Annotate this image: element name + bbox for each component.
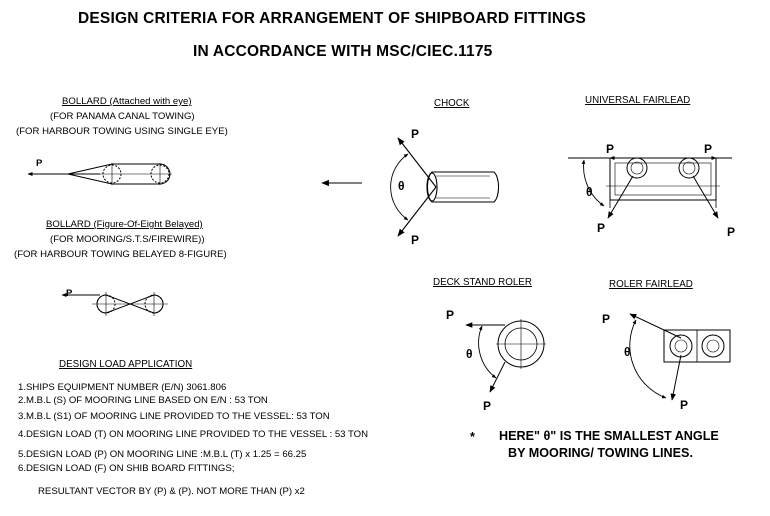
note-line-1: HERE" θ" IS THE SMALLEST ANGLE (499, 429, 719, 443)
p-label-deck-stand-bottom: P (483, 399, 491, 413)
bollard-fig8-figure (61, 292, 168, 316)
design-load-item-4: 4.DESIGN LOAD (T) ON MOORING LINE PROVID… (18, 429, 369, 440)
p-label-roller-fairlead-bottom: P (680, 398, 688, 412)
roller-fairlead-angle-arc (629, 319, 667, 399)
bollard-eye-sub1: (FOR PANAMA CANAL TOWING) (50, 111, 195, 122)
note-star: * (470, 430, 475, 444)
p-label-universal-bottom-right: P (727, 225, 735, 239)
chock-heading: CHOCK (434, 98, 470, 109)
p-label-universal-bottom-left: P (597, 221, 605, 235)
roller-fairlead-line-bottom (670, 354, 682, 401)
roller-fairlead-roller-1 (669, 334, 693, 358)
design-load-item-1: 1.SHIPS EQUIPMENT NUMBER (E/N) 3061.806 (18, 382, 227, 393)
universal-fairlead-figure (568, 156, 732, 219)
design-load-heading: DESIGN LOAD APPLICATION (59, 359, 193, 370)
roller-fairlead-roller-2 (701, 334, 725, 358)
deck-stand-roller-figure (465, 319, 546, 393)
universal-fairlead-roller-2 (678, 157, 700, 179)
deck-stand-roller-angle-arc (478, 325, 497, 379)
p-label-bollard-fig8: P (66, 288, 73, 299)
theta-label-roller-fairlead: θ (624, 345, 631, 359)
design-load-item-6: 6.DESIGN LOAD (F) ON SHIB BOARD FITTINGS… (18, 463, 235, 474)
bollard-fig8-sub1: (FOR MOORING/S.T.S/FIREWIRE)) (50, 234, 205, 245)
universal-fairlead-roller-1 (626, 157, 648, 179)
chock-body (426, 171, 500, 203)
universal-fairlead-base (609, 157, 717, 201)
p-label-chock-upper: P (411, 127, 419, 141)
universal-fairlead-line-left (607, 175, 634, 219)
title-line-2: IN ACCORDANCE WITH MSC/CIEC.1175 (193, 43, 493, 60)
roller-fairlead-line-top (629, 313, 682, 339)
note-line-2: BY MOORING/ TOWING LINES. (508, 446, 693, 460)
p-label-bollard-eye: P (36, 158, 43, 169)
p-label-universal-top-right: P (704, 142, 712, 156)
p-label-roller-fairlead-top: P (602, 312, 610, 326)
chock-line-lower (397, 186, 437, 237)
chock-line-upper (397, 137, 437, 188)
bollard-eye-figure (27, 163, 172, 185)
chock-figure (321, 137, 500, 237)
universal-fairlead-angle-arc (581, 159, 605, 207)
universal-fairlead-line-right (692, 175, 719, 219)
title-line-1: DESIGN CRITERIA FOR ARRANGEMENT OF SHIPB… (78, 10, 587, 27)
theta-label-universal: θ (586, 185, 593, 199)
bollard-eye-heading: BOLLARD (Attached with eye) (62, 96, 192, 107)
theta-label-deck-stand: θ (466, 347, 473, 361)
design-load-item-5: 5.DESIGN LOAD (P) ON MOORING LINE :M.B.L… (18, 449, 307, 460)
bollard-fig8-sub2: (FOR HARBOUR TOWING BELAYED 8-FIGURE) (14, 249, 227, 260)
bollard-eye-sub2: (FOR HARBOUR TOWING USING SINGLE EYE) (16, 126, 228, 137)
roller-fairlead-heading: ROLER FAIRLEAD (609, 279, 693, 290)
chock-angle-arc (390, 153, 409, 221)
p-label-universal-top-left: P (606, 142, 614, 156)
p-label-deck-stand-top: P (446, 308, 454, 322)
bollard-fig8-heading: BOLLARD (Figure-Of-Eight Belayed) (46, 219, 203, 230)
p-label-chock-lower: P (411, 233, 419, 247)
design-load-item-3: 3.M.B.L (S1) OF MOORING LINE PROVIDED TO… (18, 411, 330, 422)
theta-label-chock: θ (398, 179, 405, 193)
roller-fairlead-figure (629, 313, 731, 401)
deck-stand-roller-heading: DECK STAND ROLER (433, 277, 532, 288)
design-load-item-7: RESULTANT VECTOR BY (P) & (P). NOT MORE … (38, 486, 305, 497)
universal-fairlead-heading: UNIVERSAL FAIRLEAD (585, 95, 691, 106)
deck-stand-roller-line-bottom (489, 361, 506, 393)
design-load-item-2: 2.M.B.L (S) OF MOORING LINE BASED ON E/N… (18, 395, 268, 406)
